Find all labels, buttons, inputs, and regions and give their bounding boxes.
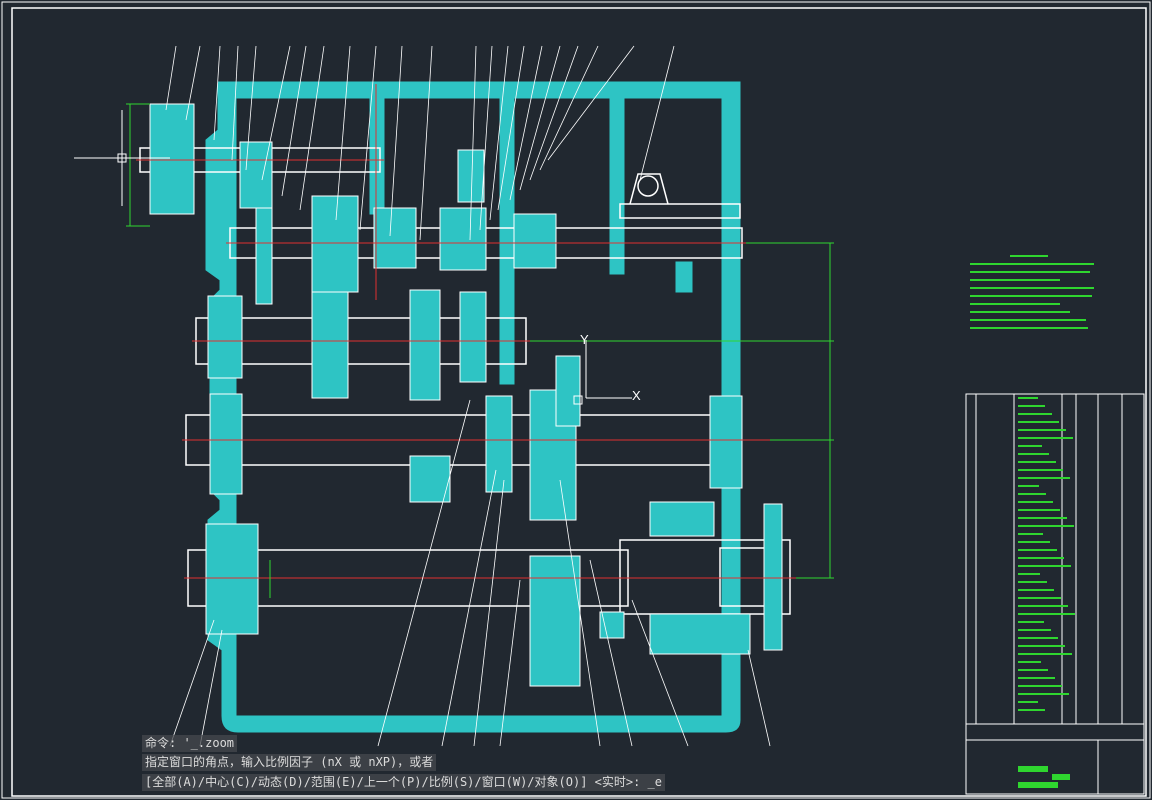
ucs-y-label: Y xyxy=(580,332,589,347)
leader-line xyxy=(169,619,215,747)
leader-line xyxy=(245,45,257,171)
gearbox-housing xyxy=(205,81,741,733)
parts-list-table xyxy=(965,393,1145,795)
inner-frame xyxy=(11,7,1147,797)
leader-line xyxy=(377,399,471,747)
leader-line xyxy=(299,45,325,211)
command-history-line-2: 指定窗口的角点，输入比例因子 (nX 或 nXP)，或者 xyxy=(142,754,437,771)
title-block-cells xyxy=(1018,766,1070,788)
leader-line xyxy=(389,45,403,237)
leader-line xyxy=(519,45,561,191)
leader-line xyxy=(509,45,543,201)
leader-line xyxy=(639,45,675,181)
leader-line xyxy=(497,45,525,211)
leader-line xyxy=(213,45,221,141)
leader-line xyxy=(335,45,351,221)
leader-line xyxy=(631,599,689,747)
command-history-line-1: 命令: '_.zoom xyxy=(142,735,238,752)
leader-line xyxy=(419,45,433,241)
leader-line xyxy=(529,45,579,181)
leader-line xyxy=(489,45,509,221)
leader-line xyxy=(479,45,493,231)
leader-line xyxy=(747,649,771,747)
leader-line xyxy=(499,579,521,747)
leader-line xyxy=(165,45,177,111)
leader-line xyxy=(469,45,477,241)
leader-line xyxy=(199,629,223,747)
leader-line xyxy=(281,45,307,197)
leader-line xyxy=(559,479,601,747)
leader-line xyxy=(547,45,635,161)
ucs-icon: Y X xyxy=(573,332,641,405)
leader-line xyxy=(231,45,239,161)
command-prompt-line[interactable]: [全部(A)/中心(C)/动态(D)/范围(E)/上一个(P)/比例(S)/窗口… xyxy=(142,774,665,791)
leader-line xyxy=(359,45,377,231)
technical-notes xyxy=(970,255,1094,329)
ucs-x-label: X xyxy=(632,388,641,403)
leader-line xyxy=(441,469,497,747)
gears xyxy=(149,103,783,687)
crosshair-cursor-icon xyxy=(74,110,170,206)
leader-line xyxy=(589,559,633,747)
leader-line xyxy=(539,45,599,171)
leader-line xyxy=(261,45,291,181)
leader-line xyxy=(185,45,201,121)
centerlines xyxy=(136,84,796,579)
leader-line xyxy=(473,479,505,747)
parts-list-rows xyxy=(1018,397,1075,711)
leader-lines xyxy=(165,45,771,747)
motor-bracket xyxy=(619,173,741,219)
dimensions xyxy=(126,103,834,598)
